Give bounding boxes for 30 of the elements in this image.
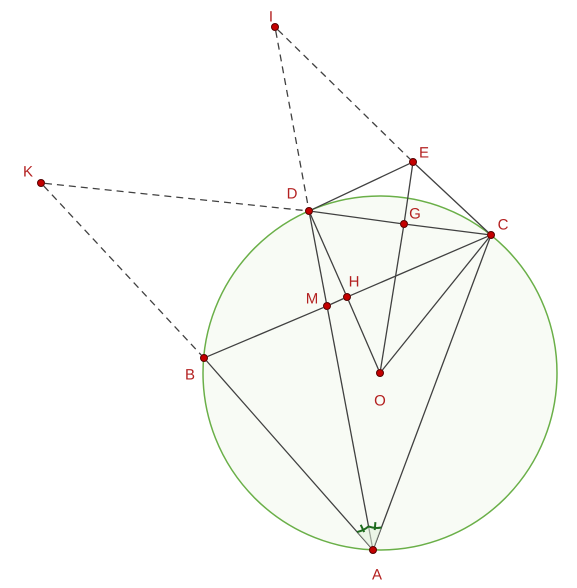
point-label: E	[419, 146, 429, 160]
line-segment	[327, 310, 373, 546]
dashed-line	[43, 185, 202, 356]
point-label: K	[23, 164, 33, 180]
line-segment	[312, 210, 400, 224]
line-segment	[408, 224, 488, 236]
point-label: H	[348, 274, 360, 290]
line-segment	[380, 228, 404, 370]
line-segment	[382, 238, 489, 370]
point-label: I	[268, 10, 274, 24]
point-label: A	[372, 568, 382, 582]
line-segment	[312, 163, 410, 210]
line-segment	[310, 214, 346, 294]
line-segment	[348, 300, 379, 370]
point-label: G	[409, 206, 421, 222]
line-segment	[330, 298, 344, 305]
point-label: M	[306, 292, 318, 306]
line-segment	[206, 360, 371, 548]
line-segment	[207, 306, 324, 358]
line-segment	[350, 236, 488, 296]
line-segment	[374, 238, 490, 546]
dashed-line	[277, 29, 411, 160]
point-label: B	[185, 368, 195, 382]
point-label: D	[286, 186, 298, 202]
line-segment	[415, 164, 489, 233]
line-segment	[309, 214, 327, 302]
point-label: C	[498, 218, 508, 232]
point-label: O	[374, 394, 386, 408]
line-segment	[404, 166, 414, 220]
dashed-line	[44, 182, 306, 212]
